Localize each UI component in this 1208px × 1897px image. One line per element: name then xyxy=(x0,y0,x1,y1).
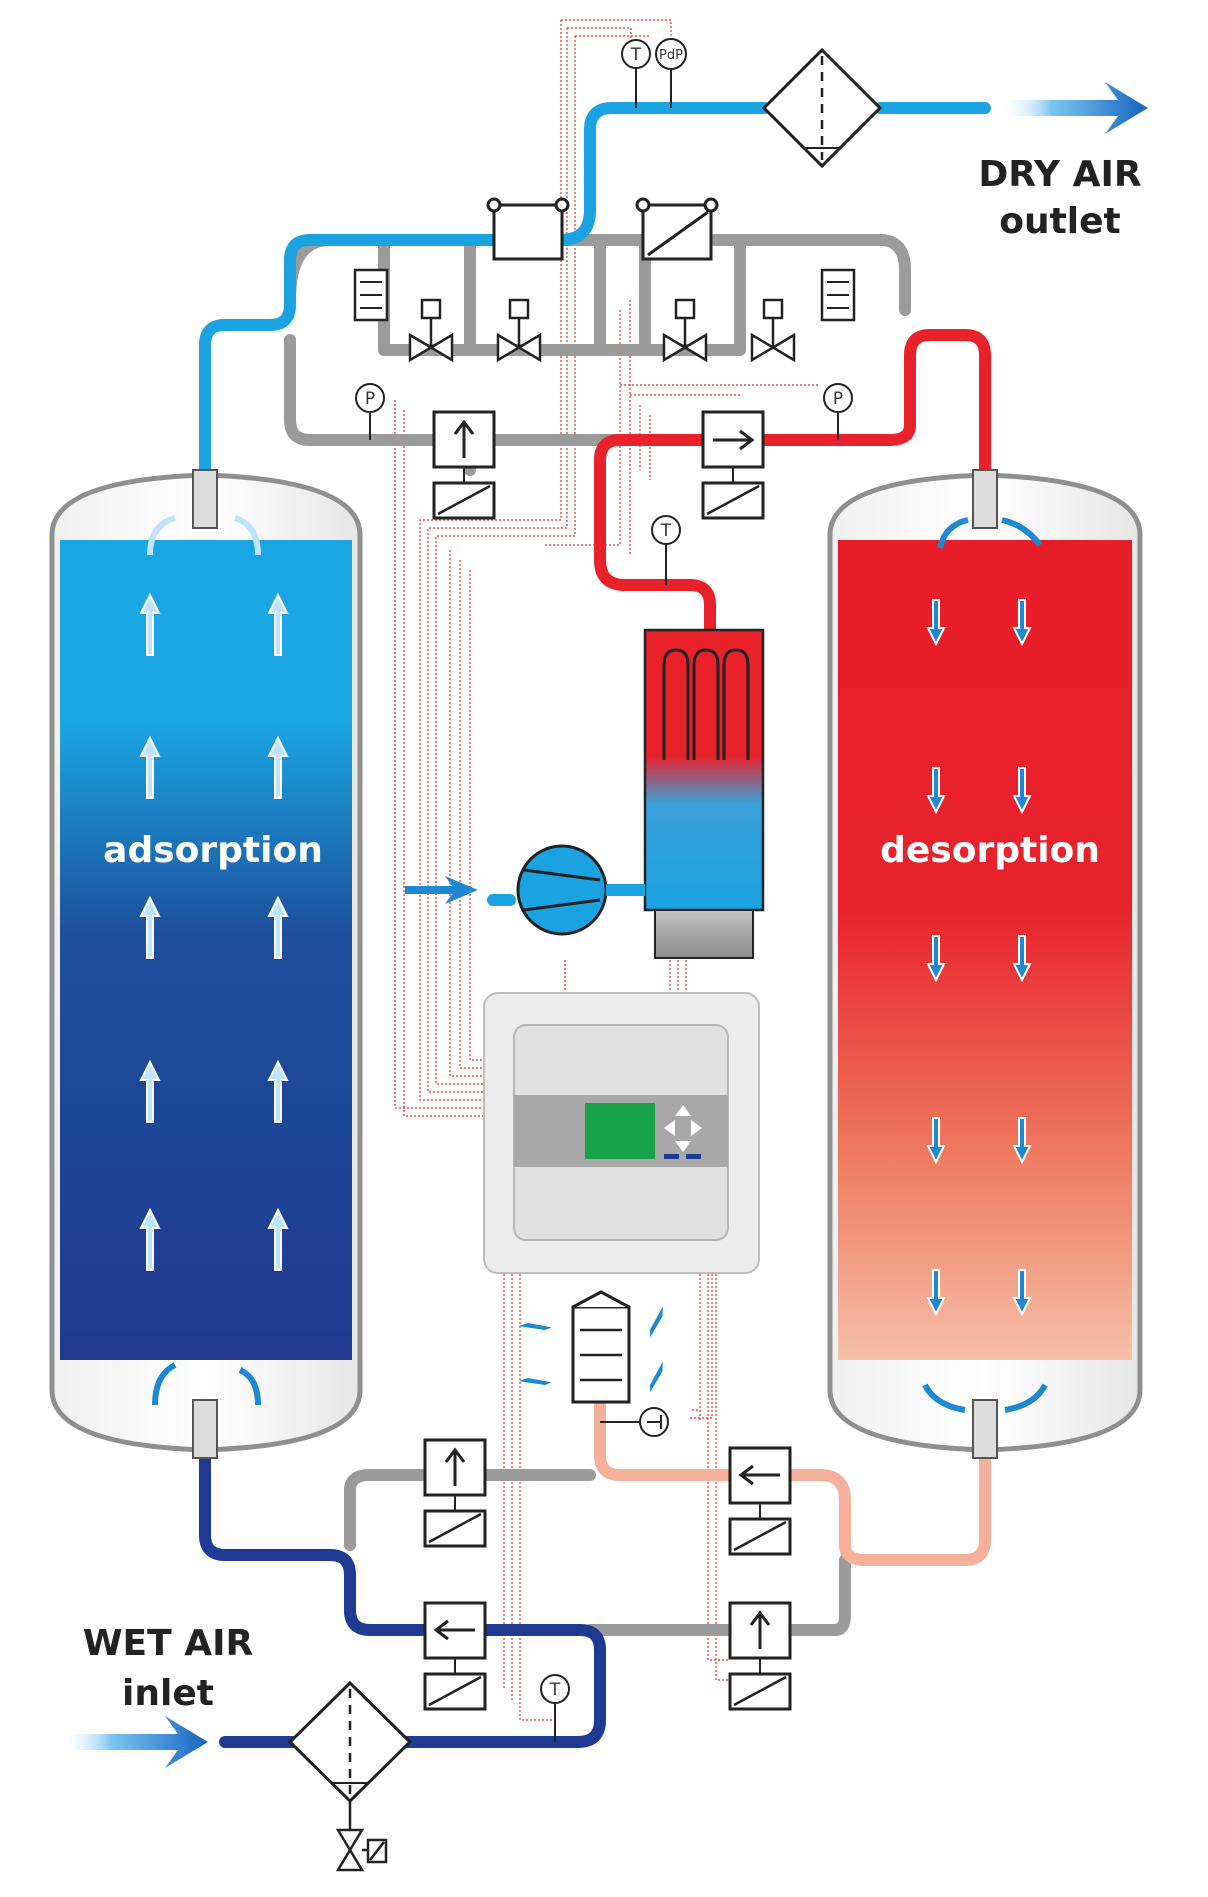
drain-valve-icon xyxy=(335,1828,388,1872)
svg-text:P: P xyxy=(365,389,375,409)
blower-icon xyxy=(516,844,645,936)
wet-air-pipe xyxy=(199,1434,606,1748)
silencer-icon xyxy=(353,268,389,322)
left-lower-solenoid-valve-2 xyxy=(423,1601,487,1711)
blower-outlet-arrow xyxy=(405,876,478,904)
wet-air-inlet-arrow xyxy=(60,1716,208,1768)
cooled-air-pipe xyxy=(594,1384,991,1566)
svg-text:P: P xyxy=(833,389,843,409)
keypad-icon[interactable] xyxy=(664,1105,702,1152)
right-lower-solenoid-valve-1 xyxy=(728,1446,792,1556)
display-screen xyxy=(585,1103,655,1159)
desorption-tank: desorption xyxy=(827,469,1143,1459)
central-silencer-icon xyxy=(571,1290,631,1404)
top-switching-box-right xyxy=(635,197,719,261)
dry-air-outlet-arrow xyxy=(1000,82,1148,134)
left-pressure-gauge: P xyxy=(355,383,385,440)
desorption-label: desorption xyxy=(880,830,1100,871)
filter-icon xyxy=(287,1680,413,1830)
svg-text:T: T xyxy=(630,45,642,65)
wet-air-title: WET AIR xyxy=(83,1623,253,1664)
heater-icon xyxy=(643,628,765,959)
svg-text:PdP: PdP xyxy=(659,48,683,63)
cooling-temperature-gauge xyxy=(600,1407,669,1437)
left-upper-solenoid-valve xyxy=(432,410,496,520)
adsorption-tank: adsorption xyxy=(49,469,363,1459)
wet-air-subtitle: inlet xyxy=(122,1673,214,1714)
filter-icon xyxy=(761,47,883,169)
dry-air-pipe xyxy=(199,102,991,906)
heater-temperature-gauge: T xyxy=(651,515,681,585)
top-switching-box-left xyxy=(486,197,570,261)
solenoid-valve-icon xyxy=(750,298,796,363)
inlet-temperature-gauge: T xyxy=(540,1674,570,1742)
right-upper-solenoid-valve xyxy=(701,410,765,520)
svg-text:T: T xyxy=(660,521,672,541)
controller-icon xyxy=(483,992,760,1274)
solenoid-valve-icon xyxy=(408,298,454,363)
dry-air-title: DRY AIR xyxy=(978,154,1141,195)
solenoid-valve-icon xyxy=(496,298,542,363)
top-temperature-gauge: T xyxy=(621,39,651,108)
adsorption-label: adsorption xyxy=(103,830,323,871)
svg-text:T: T xyxy=(549,1680,561,1700)
dry-air-subtitle: outlet xyxy=(999,201,1121,242)
solenoid-valve-icon xyxy=(662,298,708,363)
right-pressure-gauge: P xyxy=(823,383,853,440)
silencer-icon xyxy=(820,268,856,322)
pressure-dew-point-gauge: PdP xyxy=(655,38,687,108)
left-lower-solenoid-valve-1 xyxy=(423,1438,487,1548)
right-lower-solenoid-valve-2 xyxy=(728,1601,792,1711)
